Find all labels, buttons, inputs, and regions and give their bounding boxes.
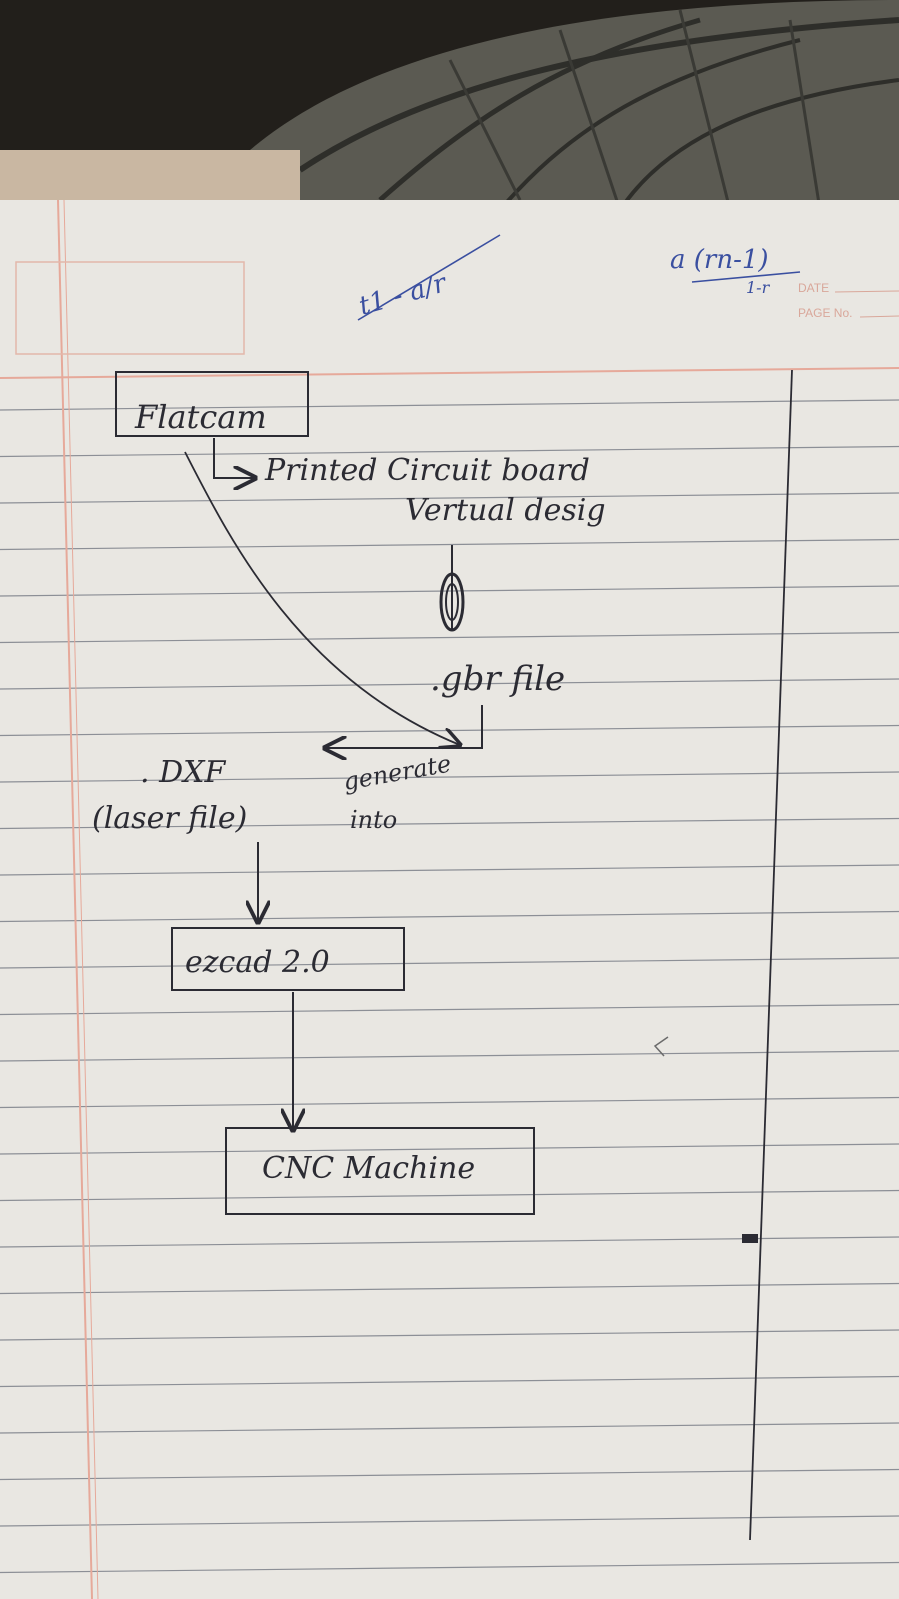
ruled-line — [0, 492, 899, 504]
ruled-line — [0, 585, 899, 597]
scribble-mark-inner — [445, 583, 459, 621]
date-label: DATE — [798, 281, 829, 295]
header-line — [0, 367, 899, 379]
date-underline — [834, 290, 899, 293]
ruled-line — [0, 538, 899, 551]
ruled-line — [0, 1561, 899, 1574]
notebook-page: DATE PAGE No. t1 - a/r a (rn-1) 1-r Flat… — [0, 200, 899, 1599]
laser-label: (laser file) — [92, 801, 247, 836]
pcb-desc-line1: Printed Circuit board — [264, 453, 590, 488]
scribble-mark — [439, 572, 465, 632]
cnc-box — [225, 1127, 535, 1215]
page-no-label: PAGE No. — [798, 306, 852, 320]
flatcam-to-gbr-arrow — [184, 451, 460, 745]
ruled-line — [0, 771, 899, 783]
ruled-line — [0, 1050, 899, 1062]
ruled-line — [0, 1329, 899, 1341]
gbr-label: .gbr file — [430, 659, 565, 699]
corner-mark — [742, 1234, 758, 1243]
ruled-line — [0, 1096, 899, 1109]
ruled-line — [0, 817, 899, 830]
header-box — [15, 261, 245, 355]
ruled-line — [0, 1003, 899, 1016]
margin-line-inner — [63, 200, 99, 1599]
ruled-line — [0, 445, 899, 458]
ruled-line — [0, 864, 899, 876]
pcb-desc-line2: Vertual desig — [405, 493, 606, 528]
ruled-line — [0, 1468, 899, 1481]
flatcam-label: Flatcam — [134, 398, 267, 436]
ruled-line — [0, 399, 899, 411]
ruled-lines — [0, 399, 899, 1574]
margin-line — [57, 200, 93, 1599]
ruled-line — [0, 678, 899, 690]
right-formula-denominator: 1-r — [746, 278, 771, 297]
ruled-line — [0, 1282, 899, 1295]
stray-mark — [653, 1036, 669, 1057]
ruled-line — [0, 1143, 899, 1155]
left-formula-strike — [357, 234, 501, 321]
ruled-line — [0, 910, 899, 923]
fabric-background — [0, 0, 899, 215]
right-formula-numerator: a (rn-1) — [670, 245, 769, 275]
cnc-label: CNC Machine — [262, 1151, 475, 1186]
ruled-line — [0, 1422, 899, 1434]
edge-label-into: into — [350, 806, 397, 834]
flatcam-box — [115, 371, 309, 437]
page-underline — [859, 315, 899, 318]
ezcad-box — [171, 927, 405, 991]
dxf-label: . DXF — [140, 755, 226, 790]
flatcam-desc-connector — [213, 438, 255, 478]
ruled-line — [0, 1515, 899, 1527]
right-ink-line — [749, 369, 793, 1541]
right-formula-bar — [691, 271, 801, 283]
ruled-line — [0, 957, 899, 969]
gbr-bracket — [325, 705, 483, 748]
ezcad-label: ezcad 2.0 — [185, 945, 330, 980]
ruled-line — [0, 631, 899, 644]
ruled-line — [0, 1189, 899, 1202]
paper-sheet — [0, 200, 899, 1599]
ruled-line — [0, 1375, 899, 1388]
